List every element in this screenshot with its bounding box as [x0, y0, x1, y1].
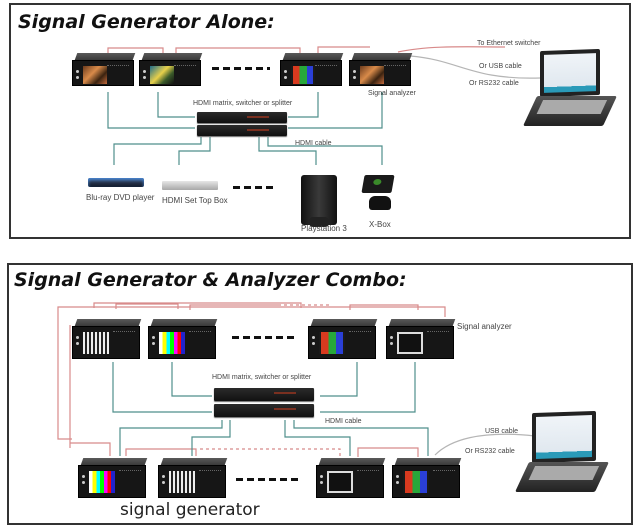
label-hdmi-cable: HDMI cable [325, 418, 362, 425]
laptop-screen [540, 48, 600, 98]
hdmi-wire [112, 362, 212, 413]
label-ps3: Playstation 3 [301, 224, 347, 233]
bluray-player-icon [88, 178, 144, 187]
ellipsis-dashes [232, 336, 296, 339]
control-wire [349, 304, 419, 310]
ellipsis-dashes [233, 186, 277, 189]
label-bluray: Blu-ray DVD player [86, 193, 155, 202]
control-wire [125, 448, 197, 456]
control-wire [70, 442, 111, 456]
hdmi-matrix-switch [197, 125, 287, 136]
hdmi-matrix-switch [197, 112, 287, 123]
device-screen [291, 66, 315, 84]
control-wire [397, 46, 506, 53]
control-wire [357, 447, 419, 457]
control-wire [200, 448, 341, 456]
laptop [515, 410, 612, 497]
usb-wire [434, 433, 536, 456]
set-top-box-icon [162, 181, 218, 190]
hdmi-wire [107, 92, 195, 129]
signal-generator-device [139, 53, 203, 86]
xbox-console-icon [361, 175, 395, 193]
device-screen [89, 471, 115, 493]
hdmi-wire [119, 420, 223, 456]
control-wire [107, 47, 164, 55]
signal-generator-device [392, 458, 462, 498]
device-screen [360, 66, 384, 84]
label-signal-generator: signal generator [120, 500, 260, 520]
hdmi-wire [284, 420, 351, 456]
usb-wire [409, 55, 541, 79]
laptop [523, 48, 617, 130]
hdmi-wire [288, 92, 319, 118]
signal-generator-device [308, 319, 378, 359]
signal-generator-device [280, 53, 344, 86]
ellipsis-dashes [212, 67, 270, 70]
device-screen [397, 332, 423, 354]
control-wire [175, 47, 301, 53]
signal-generator-device [148, 319, 218, 359]
label-rs232: Or RS232 cable [465, 448, 515, 455]
device-screen [150, 66, 174, 84]
device-screen [403, 471, 429, 493]
label-signal-analyzer: Signal analyzer [368, 90, 416, 97]
laptop-screen [532, 410, 596, 464]
hdmi-wire [320, 362, 358, 397]
laptop-keyboard [523, 96, 617, 126]
control-wire [317, 46, 370, 53]
hdmi-matrix-switch [214, 404, 314, 417]
hdmi-wire [178, 137, 211, 165]
hdmi-wire [191, 420, 231, 456]
control-wire [57, 306, 446, 440]
signal-generator-device [158, 458, 228, 498]
panel1-title: Signal Generator Alone: [18, 11, 275, 33]
signal-generator-device [72, 53, 136, 86]
signal-analyzer-device [349, 53, 413, 86]
signal-analyzer-device [386, 319, 456, 359]
playstation3-icon [301, 175, 337, 227]
label-rs232: Or RS232 cable [469, 80, 519, 87]
signal-generator-device [72, 319, 142, 359]
device-screen [327, 471, 353, 493]
control-wire [115, 303, 179, 309]
label-ethernet: To Ethernet switcher [477, 40, 541, 47]
device-screen [319, 332, 345, 354]
control-wire [189, 304, 278, 310]
label-usb: Or USB cable [479, 63, 522, 70]
label-usb: USB cable [485, 428, 519, 435]
hdmi-wire [320, 362, 416, 413]
label-hdmi-cable: HDMI cable [295, 140, 332, 147]
device-screen [159, 332, 185, 354]
hdmi-wire [288, 92, 383, 129]
hdmi-wire [113, 137, 202, 165]
label-xbox: X-Box [369, 220, 391, 229]
ellipsis-dashes [236, 478, 302, 481]
xbox-controller-icon [369, 196, 391, 210]
hdmi-wire [293, 420, 429, 456]
label-signal-analyzer: Signal analyzer [457, 322, 512, 331]
hdmi-wire [157, 92, 195, 118]
panel2-title: Signal Generator & Analyzer Combo: [14, 269, 407, 291]
label-set-top-box: HDMI Set Top Box [162, 196, 228, 205]
control-wire [93, 302, 302, 308]
hdmi-wire [171, 362, 212, 397]
device-screen [83, 332, 109, 354]
signal-analyzer-device [316, 458, 386, 498]
laptop-keyboard [515, 462, 609, 492]
device-screen [83, 66, 107, 84]
hdmi-wire [267, 137, 383, 165]
signal-generator-device [78, 458, 148, 498]
label-hdmi-matrix: HDMI matrix, switcher or splitter [212, 374, 312, 381]
device-screen [169, 471, 195, 493]
hdmi-matrix-switch [214, 388, 314, 401]
label-hdmi-matrix: HDMI matrix, switcher or splitter [193, 100, 293, 107]
hdmi-wire [258, 137, 317, 165]
